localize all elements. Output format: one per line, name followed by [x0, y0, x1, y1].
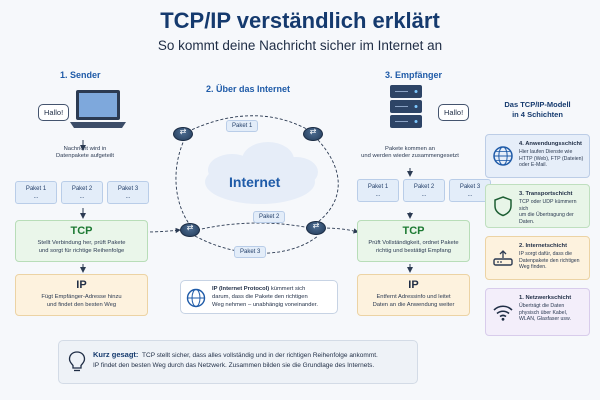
- route-packet-label-1: Paket 1: [226, 120, 259, 132]
- router-icon: [306, 221, 326, 235]
- lightbulb-icon: [68, 351, 86, 372]
- sender-caption: Nachricht wird in Datenpakete aufgeteilt: [55, 146, 114, 160]
- globe-icon: [493, 146, 513, 166]
- step-sender-label: 1. Sender: [60, 70, 101, 80]
- sender-speech-bubble: Hallo!: [38, 104, 70, 121]
- step-receiver-label: 3. Empfänger: [385, 70, 443, 80]
- model-title: Das TCP/IP-Modell in 4 Schichten: [504, 100, 571, 119]
- router-icon: [493, 250, 513, 266]
- shield-icon: [494, 196, 512, 217]
- receiver-caption: Pakete kommen an und werden wieder zusam…: [361, 146, 459, 160]
- page-title: TCP/IP verständlich erklärt: [160, 8, 440, 33]
- step-internet-label: 2. Über das Internet: [206, 84, 291, 94]
- router-icon: [173, 127, 193, 141]
- sender-packet-3: Paket 3...: [107, 181, 149, 204]
- router-icon: [180, 223, 200, 237]
- route-packet-label-3: Paket 3: [234, 246, 267, 258]
- receiver-tcp-box: TCP Prüft Vollständigkeit, ordnet Pakete…: [357, 220, 470, 262]
- wifi-icon: [493, 305, 513, 321]
- layer-application: 4. Anwendungsschicht Hier laufen Dienste…: [485, 134, 590, 178]
- internet-cloud-icon: [205, 142, 318, 204]
- summary-note: Kurz gesagt: TCP stellt sicher, dass all…: [58, 340, 418, 384]
- receiver-packet-1: Paket 1...: [357, 179, 399, 202]
- receiver-packet-3: Paket 3...: [449, 179, 491, 202]
- summary-line-1: TCP stellt sicher, dass alles vollständi…: [142, 352, 378, 359]
- route-packet-label-2: Paket 2: [253, 211, 286, 223]
- globe-icon: [186, 288, 206, 308]
- router-icon: [303, 127, 323, 141]
- receiver-packet-2: Paket 2...: [403, 179, 445, 202]
- receiver-speech-bubble: Hallo!: [438, 104, 470, 121]
- summary-label: Kurz gesagt:: [93, 350, 139, 359]
- internet-label: Internet: [229, 174, 281, 190]
- ip-info-box: IP (Internet Protocol) kümmert sich daru…: [180, 280, 338, 314]
- page-subtitle: So kommt deine Nachricht sicher im Inter…: [157, 38, 443, 53]
- summary-line-2: IP findet den besten Weg durch das Netzw…: [93, 362, 375, 369]
- sender-packet-2: Paket 2...: [61, 181, 103, 204]
- server-icon: [390, 85, 422, 128]
- sender-packet-1: Paket 1...: [15, 181, 57, 204]
- laptop-icon: [70, 90, 126, 128]
- layer-internet: 2. Internetschicht IP sorgt dafür, dass …: [485, 236, 590, 280]
- layer-transport: 3. Transportschicht TCP oder UDP kümmern…: [485, 184, 590, 228]
